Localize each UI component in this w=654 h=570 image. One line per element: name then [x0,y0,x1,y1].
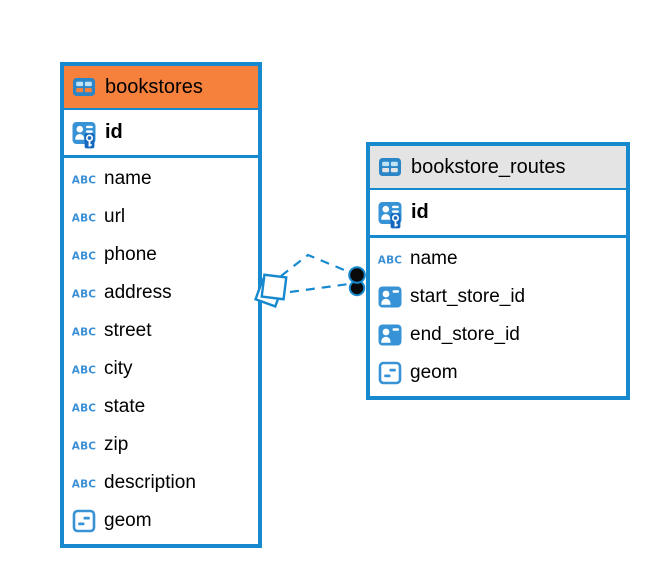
column-label: geom [104,510,152,531]
column-label: address [104,282,172,303]
column-row[interactable]: url [64,198,258,236]
reference-icon [377,323,403,347]
text-icon [71,281,97,305]
column-row[interactable]: state [64,388,258,426]
table-bookstores[interactable]: bookstores id name url phone [60,62,262,548]
table-icon [71,75,97,99]
column-label: description [104,472,196,493]
relation-line-end-store[interactable] [289,282,350,294]
column-label: end_store_id [410,324,520,345]
text-icon [71,243,97,267]
relation-line-start-store[interactable] [280,253,350,277]
column-label: street [104,320,152,341]
column-row[interactable]: zip [64,426,258,464]
columns-list: name url phone address [64,158,258,544]
text-icon [71,167,97,191]
text-icon [71,319,97,343]
table-title: bookstores [105,75,203,98]
text-icon [71,433,97,457]
column-label: city [104,358,133,379]
column-label: name [410,248,458,269]
primary-key-label: id [411,201,429,223]
column-label: state [104,396,146,417]
table-title: bookstore_routes [411,155,566,178]
primary-key-icon [377,201,403,229]
table-header[interactable]: bookstores [64,66,258,110]
geometry-icon [377,361,403,385]
column-row[interactable]: address [64,274,258,312]
column-label: geom [410,362,458,383]
column-label: url [104,206,126,227]
table-icon [377,155,403,179]
column-row[interactable]: end_store_id [370,316,626,354]
primary-key-row[interactable]: id [370,190,626,238]
table-bookstore-routes[interactable]: bookstore_routes id name start_store_id [366,142,630,400]
relation-dashed-line[interactable] [289,282,350,294]
column-label: name [104,168,152,189]
column-label: phone [104,244,157,265]
column-row[interactable]: name [370,240,626,278]
column-row[interactable]: description [64,464,258,502]
primary-key-icon [71,121,97,149]
column-label: start_store_id [410,286,526,307]
column-row[interactable]: start_store_id [370,278,626,316]
text-icon [377,247,403,271]
reference-icon [377,285,403,309]
text-icon [71,357,97,381]
relation-endpoint-dot-top[interactable] [348,266,366,284]
primary-key-label: id [105,121,123,143]
column-label: zip [104,434,129,455]
text-icon [71,395,97,419]
column-row[interactable]: geom [370,354,626,392]
geometry-icon [71,509,97,533]
relation-endpoint-dot-bottom[interactable] [348,279,366,297]
columns-list: name start_store_id end_store_id geom [370,238,626,396]
column-row[interactable]: street [64,312,258,350]
relation-dashed-line[interactable] [280,253,350,277]
text-icon [71,205,97,229]
primary-key-row[interactable]: id [64,110,258,158]
text-icon [71,471,97,495]
relation-diamond-marker-front[interactable] [260,273,288,301]
column-row[interactable]: geom [64,502,258,540]
column-row[interactable]: name [64,160,258,198]
table-header[interactable]: bookstore_routes [370,146,626,190]
column-row[interactable]: phone [64,236,258,274]
column-row[interactable]: city [64,350,258,388]
